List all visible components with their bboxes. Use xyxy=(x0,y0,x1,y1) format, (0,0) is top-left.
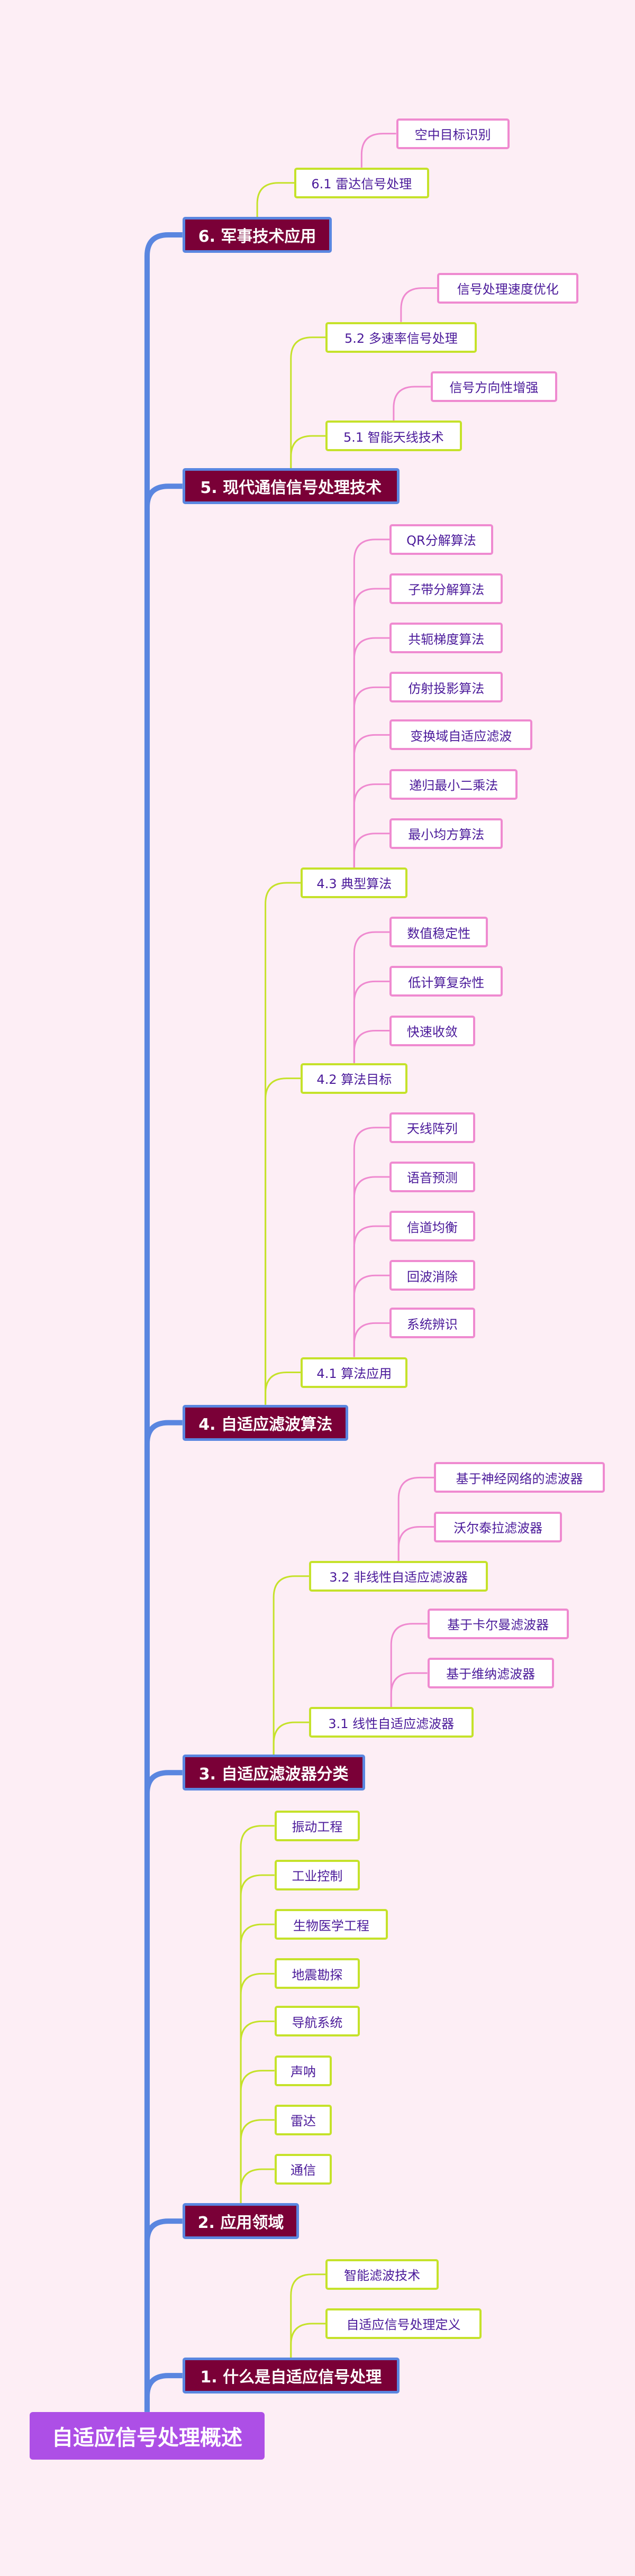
subtopic[interactable]: 5.2 多速率信号处理 xyxy=(325,322,477,353)
leaf-connector xyxy=(397,1526,434,1561)
leaf-topic[interactable]: 快速收敛 xyxy=(389,1015,475,1046)
leaf-connector xyxy=(353,783,390,867)
leaf-connector xyxy=(353,833,390,867)
subtopic[interactable]: 导航系统 xyxy=(274,2006,360,2037)
subtopic[interactable]: 通信 xyxy=(274,2153,332,2185)
subtopic-connector xyxy=(240,2168,275,2204)
leaf-topic[interactable]: 基于卡尔曼滤波器 xyxy=(427,1608,569,1639)
leaf-topic[interactable]: 基于神经网络的滤波器 xyxy=(433,1462,605,1493)
leaf-connector xyxy=(353,1322,390,1357)
leaf-connector xyxy=(400,287,438,322)
leaf-connector xyxy=(397,1476,434,1561)
leaf-connector xyxy=(353,538,390,867)
main-topic[interactable]: 1. 什么是自适应信号处理 xyxy=(182,2358,400,2394)
subtopic[interactable]: 3.2 非线性自适应滤波器 xyxy=(309,1560,488,1592)
leaf-topic[interactable]: 基于维纳滤波器 xyxy=(427,1657,554,1688)
subtopic-connector xyxy=(290,336,325,469)
leaf-topic[interactable]: 子带分解算法 xyxy=(389,573,503,604)
leaf-topic[interactable]: 回波消除 xyxy=(389,1260,475,1291)
subtopic[interactable]: 自适应信号处理定义 xyxy=(325,2308,482,2339)
trunk-connector xyxy=(144,483,183,2412)
subtopic-connector xyxy=(290,2273,325,2358)
main-topic[interactable]: 6. 军事技术应用 xyxy=(182,216,332,253)
leaf-topic[interactable]: 信号方向性增强 xyxy=(430,371,557,402)
leaf-connector xyxy=(353,1225,390,1357)
leaf-connector xyxy=(353,1274,390,1357)
leaf-connector xyxy=(360,133,396,168)
leaf-topic[interactable]: 变换域自适应滤波 xyxy=(389,719,533,751)
subtopic[interactable]: 智能滤波技术 xyxy=(325,2259,439,2290)
leaf-topic[interactable]: 信道均衡 xyxy=(389,1211,475,1242)
leaf-connector xyxy=(393,386,431,421)
subtopic[interactable]: 雷达 xyxy=(274,2104,332,2135)
leaf-topic[interactable]: 语音预测 xyxy=(389,1161,475,1192)
leaf-connector xyxy=(353,1176,390,1357)
subtopic[interactable]: 4.1 算法应用 xyxy=(301,1357,408,1388)
leaf-connector xyxy=(353,980,390,1063)
subtopic[interactable]: 6.1 雷达信号处理 xyxy=(294,167,429,198)
leaf-topic[interactable]: 低计算复杂性 xyxy=(389,966,503,997)
root-topic[interactable]: 自适应信号处理概述 xyxy=(29,2411,265,2460)
subtopic-connector xyxy=(265,1372,301,1405)
subtopic[interactable]: 生物医学工程 xyxy=(274,1909,388,1940)
subtopic[interactable]: 振动工程 xyxy=(274,1810,360,1841)
leaf-topic[interactable]: 信号处理速度优化 xyxy=(437,272,579,304)
main-topic[interactable]: 3. 自适应滤波器分类 xyxy=(182,1755,365,1791)
leaf-topic[interactable]: 仿射投影算法 xyxy=(389,672,503,703)
main-topic[interactable]: 4. 自适应滤波算法 xyxy=(182,1404,349,1441)
leaf-topic[interactable]: 共轭梯度算法 xyxy=(389,623,503,654)
subtopic-connector xyxy=(240,2119,275,2204)
leaf-connector xyxy=(353,734,390,867)
subtopic[interactable]: 声呐 xyxy=(274,2055,332,2086)
subtopic[interactable]: 工业控制 xyxy=(274,1859,360,1890)
subtopic[interactable]: 4.3 典型算法 xyxy=(301,867,408,898)
subtopic-connector xyxy=(265,882,301,1405)
trunk-connector xyxy=(144,1420,183,2412)
subtopic-connector xyxy=(290,435,325,469)
leaf-connector xyxy=(353,1127,390,1357)
subtopic-connector xyxy=(273,1575,309,1755)
main-topic[interactable]: 5. 现代通信信号处理技术 xyxy=(182,468,400,505)
leaf-connector xyxy=(353,1030,390,1063)
main-topic[interactable]: 2. 应用领域 xyxy=(182,2203,300,2240)
leaf-topic[interactable]: 系统辨识 xyxy=(389,1308,475,1339)
subtopic[interactable]: 5.1 智能天线技术 xyxy=(325,421,462,452)
subtopic-connector xyxy=(240,1923,275,2204)
trunk-connector xyxy=(144,2373,183,2412)
subtopic-connector xyxy=(240,2070,275,2204)
leaf-connector xyxy=(390,1623,428,1707)
subtopic[interactable]: 4.2 算法目标 xyxy=(301,1063,408,1094)
trunk-connector xyxy=(144,232,183,2412)
subtopic[interactable]: 地震勘探 xyxy=(274,1958,360,1989)
subtopic-connector xyxy=(273,1721,309,1755)
leaf-connector xyxy=(353,686,390,867)
subtopic-connector xyxy=(265,1077,301,1405)
leaf-topic[interactable]: QR分解算法 xyxy=(389,524,493,555)
subtopic-connector xyxy=(256,182,294,217)
subtopic-connector xyxy=(240,1825,275,2204)
leaf-connector xyxy=(353,588,390,867)
leaf-topic[interactable]: 递归最小二乘法 xyxy=(389,769,518,800)
leaf-topic[interactable]: 最小均方算法 xyxy=(389,818,503,849)
subtopic[interactable]: 3.1 线性自适应滤波器 xyxy=(309,1707,474,1738)
leaf-topic[interactable]: 天线阵列 xyxy=(389,1112,475,1143)
leaf-connector xyxy=(353,931,390,1063)
leaf-topic[interactable]: 数值稳定性 xyxy=(389,917,488,948)
subtopic-connector xyxy=(290,2323,325,2358)
trunk-connector xyxy=(144,1770,183,2412)
leaf-connector xyxy=(390,1672,428,1707)
leaf-topic[interactable]: 空中目标识别 xyxy=(396,118,510,149)
leaf-topic[interactable]: 沃尔泰拉滤波器 xyxy=(433,1511,563,1542)
